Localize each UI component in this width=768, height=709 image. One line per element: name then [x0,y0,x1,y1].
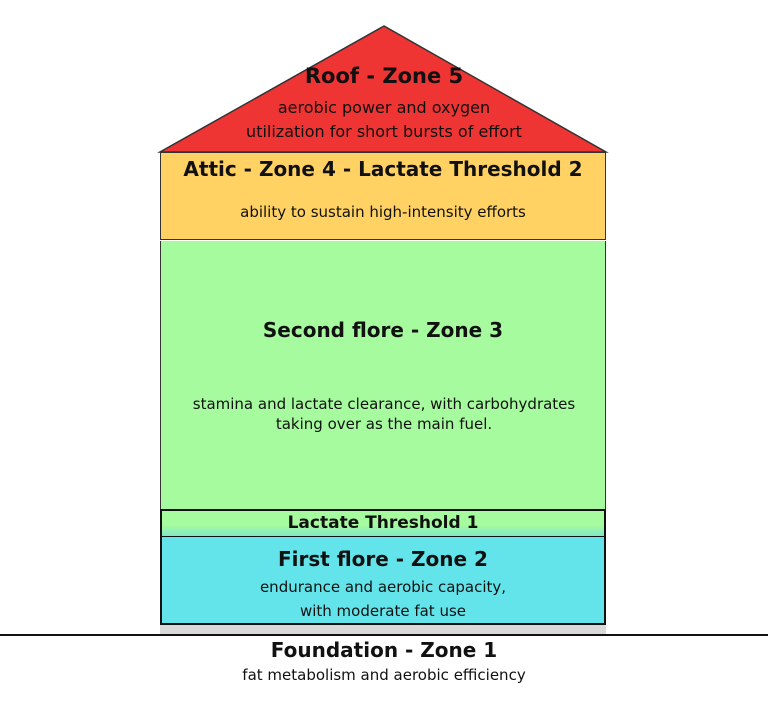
second-floor-zone: Second flore - Zone 3 stamina and lactat… [160,241,606,510]
foundation-title: Foundation - Zone 1 [270,638,498,662]
second-floor-title: Second flore - Zone 3 [262,318,504,342]
second-floor-description-line2: taking over as the main fuel. [275,415,493,433]
lactate-threshold-band: Lactate Threshold 1 [160,509,606,538]
first-floor-description-line1: endurance and aerobic capacity, [259,578,507,596]
roof-title: Roof - Zone 5 [304,64,464,88]
first-floor-description-line2: with moderate fat use [299,602,467,620]
second-floor-description: stamina and lactate clearance, with carb… [171,394,597,434]
foundation-strip [160,625,606,635]
first-floor-description: endurance and aerobic capacity, with mod… [162,575,604,623]
foundation-description: fat metabolism and aerobic efficiency [242,666,526,684]
second-floor-description-line1: stamina and lactate clearance, with carb… [192,395,576,413]
attic-description: ability to sustain high-intensity effort… [240,203,526,221]
first-floor-title: First flore - Zone 2 [278,547,488,571]
ground-line [0,634,768,636]
first-floor-zone: First flore - Zone 2 endurance and aerob… [160,537,606,625]
attic-title: Attic - Zone 4 - Lactate Threshold 2 [183,157,583,181]
attic-zone: Attic - Zone 4 - Lactate Threshold 2 abi… [160,152,606,240]
lactate-threshold-label: Lactate Threshold 1 [287,513,479,533]
roof-description-line2: utilization for short bursts of effort [246,122,522,141]
roof-description: aerobic power and oxygen utilization for… [190,96,578,144]
roof-description-line1: aerobic power and oxygen [277,98,491,117]
